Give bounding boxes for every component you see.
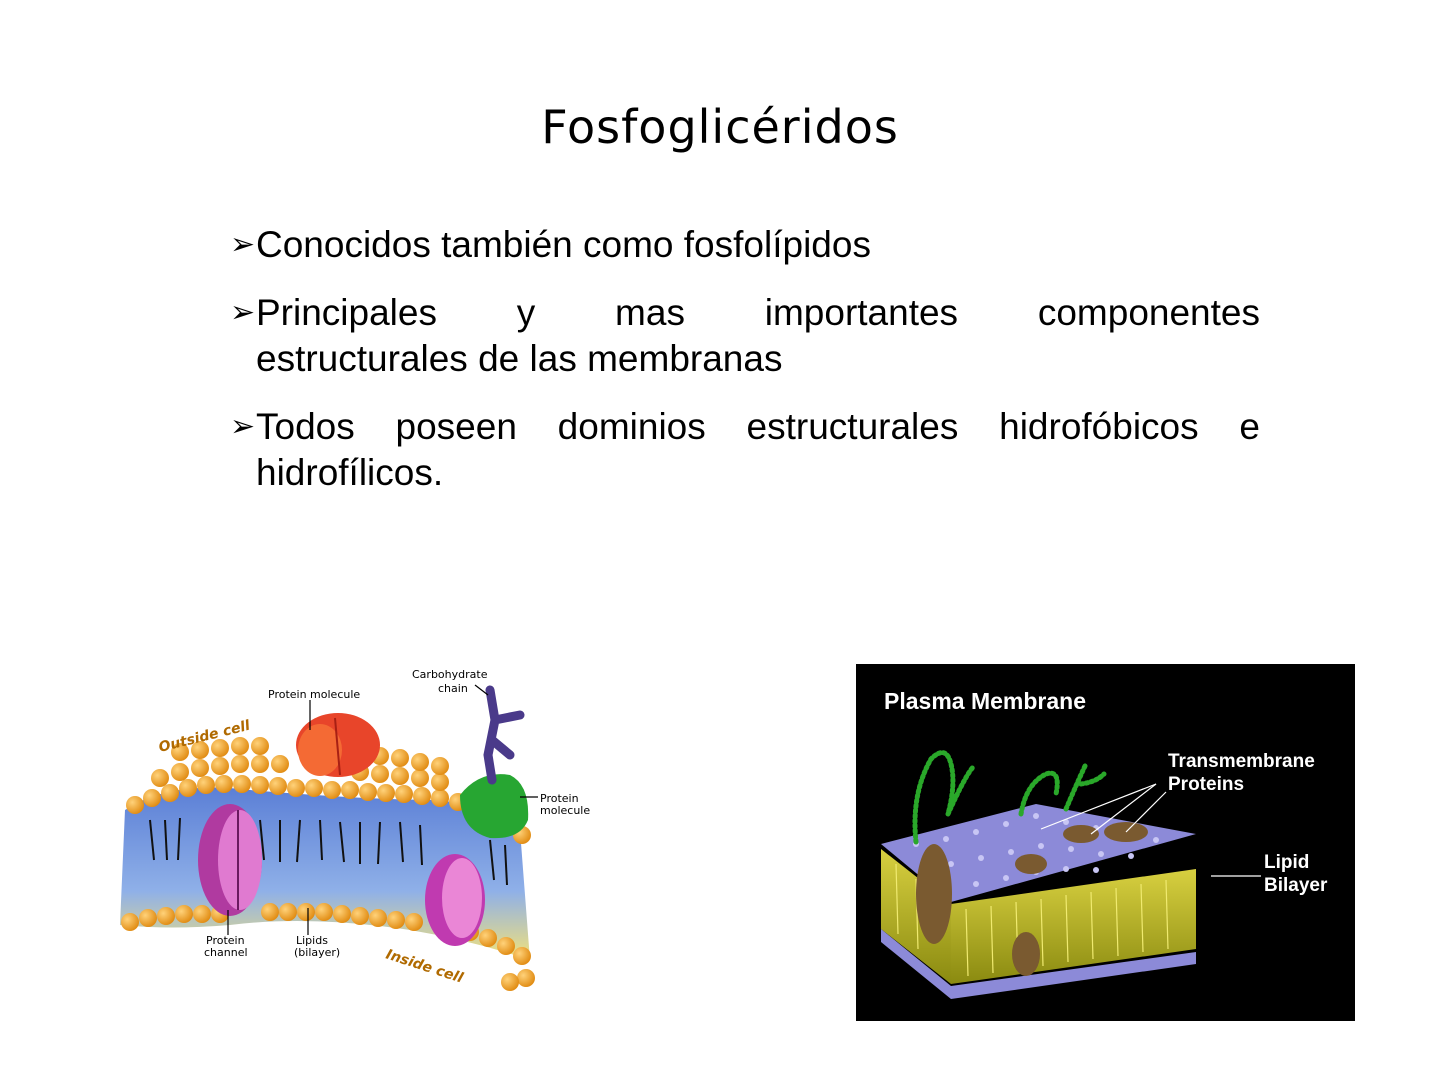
protein-molecule-top (296, 713, 380, 777)
arrow-bullet-icon: ➢ (230, 295, 256, 330)
bullet-text-line-1: Principales y mas importantes componente… (256, 292, 1260, 333)
carbohydrate-label: Carbohydrate (412, 668, 488, 681)
protein-channel-left (198, 804, 262, 916)
cell-membrane-diagram: Carbohydrate chain Protein molecule Outs… (120, 668, 590, 991)
lipid-label-line-1: Lipid (1264, 852, 1310, 873)
glycocalyx-chains (912, 750, 1107, 845)
transmembrane-label-line-2: Proteins (1168, 774, 1245, 795)
chain-label: chain (438, 682, 468, 695)
lipids-label-1: Lipids (296, 934, 328, 947)
bullet-text-line-2: hidrofílicos. (256, 452, 444, 493)
bullet-item: ➢ Todos poseen dominios estructurales hi… (230, 404, 1260, 496)
plasma-membrane-drawing (881, 750, 1261, 999)
transmembrane-label-line-1: Transmembrane (1168, 751, 1315, 772)
lipid-tail-lines (895, 863, 1169, 977)
bullet-list: ➢ Conocidos también como fosfolípidos ➢ … (230, 222, 1260, 518)
bullet-text-line-1: Todos poseen dominios estructurales hidr… (256, 406, 1260, 447)
lipid-heads-bottom (121, 903, 535, 991)
carbohydrate-chain (483, 685, 525, 785)
arrow-bullet-icon: ➢ (230, 409, 256, 444)
protein-molecule-right-label-2: molecule (540, 804, 590, 817)
protein-molecule-top-label: Protein molecule (268, 688, 360, 701)
lipid-bilayer-label: Lipid Bilayer (1264, 851, 1327, 897)
arrow-bullet-icon: ➢ (230, 227, 256, 262)
bullet-item: ➢ Conocidos también como fosfolípidos (230, 222, 1260, 268)
protein-molecule-right-label-1: Protein (540, 792, 579, 805)
plasma-membrane-image: Plasma Membrane Transmembrane Proteins L… (856, 664, 1355, 1021)
bullet-item: ➢ Principales y mas importantes componen… (230, 290, 1260, 382)
lipid-tails (149, 817, 508, 886)
lipids-label-2: (bilayer) (294, 946, 340, 959)
transmembrane-proteins (916, 822, 1148, 976)
protein-channel-label-1: Protein (206, 934, 245, 947)
inside-cell-label: Inside cell (384, 947, 465, 987)
lipid-label-line-2: Bilayer (1264, 875, 1328, 896)
protein-molecule-right (460, 774, 529, 839)
slide-title: Fosfoglicéridos (541, 100, 899, 154)
plasma-membrane-caption: Plasma Membrane (884, 688, 1086, 714)
bullet-text-line-2: estructurales de las membranas (256, 338, 783, 379)
protein-channel-label-2: channel (204, 946, 248, 959)
protein-channel-right (425, 854, 485, 946)
transmembrane-proteins-label: Transmembrane Proteins (1168, 750, 1315, 796)
bullet-text: Conocidos también como fosfolípidos (256, 224, 871, 265)
